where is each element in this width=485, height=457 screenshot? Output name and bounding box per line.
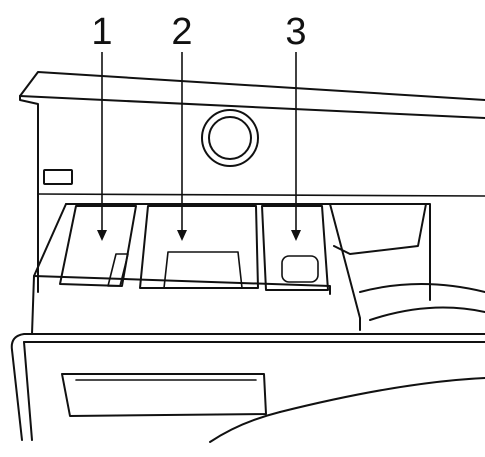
callout-leader-1 [97, 52, 107, 241]
handle-recess [61, 373, 267, 417]
drawer-handle [325, 203, 427, 255]
detergent-drawer [31, 203, 485, 335]
indicator-display [43, 169, 73, 185]
machine-front [10, 333, 485, 443]
callout-leader-3 [291, 52, 301, 241]
callout-leader-2 [177, 52, 187, 241]
machine-top-panel [19, 71, 485, 293]
compartment-3 [261, 205, 329, 291]
callout-label-1: 1 [91, 11, 112, 53]
compartment-1 [59, 205, 137, 287]
callout-label-2: 2 [171, 11, 192, 53]
control-panel-edge [37, 193, 485, 197]
compartment-2 [139, 205, 259, 289]
callout-label-3: 3 [285, 11, 306, 53]
program-knob [201, 109, 259, 167]
